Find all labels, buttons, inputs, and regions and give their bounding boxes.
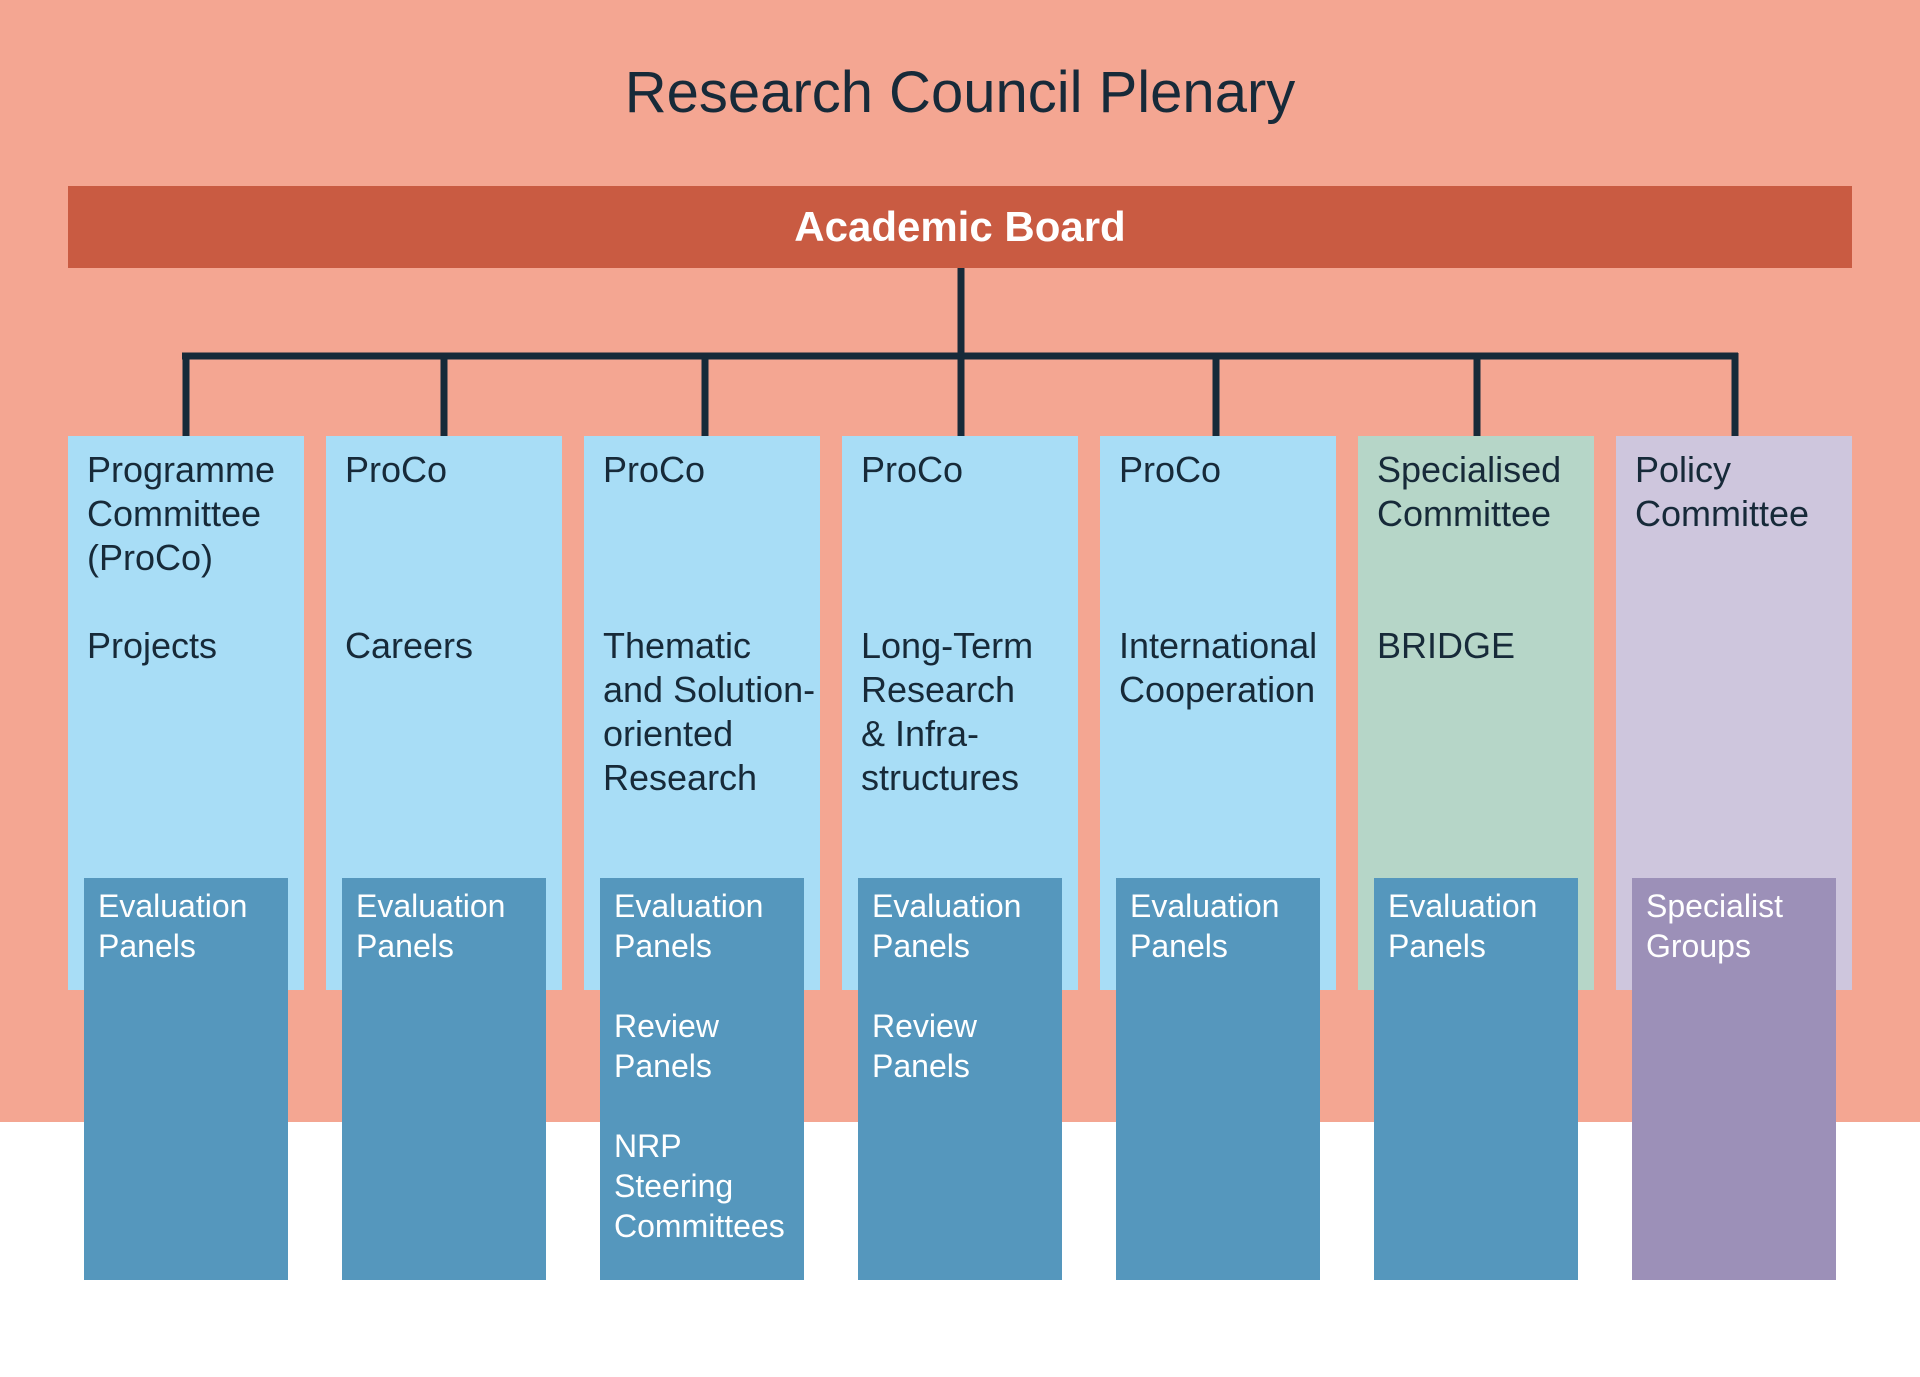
subunit-label: Evaluation Panels xyxy=(1130,888,1280,964)
subunit-label: NRP Steering Committees xyxy=(614,1128,785,1244)
committee-topic: Careers xyxy=(345,625,474,666)
subunit-label: Specialist Groups xyxy=(1646,888,1783,964)
committee-heading: ProCo xyxy=(861,449,964,490)
committee-topic: BRIDGE xyxy=(1377,625,1516,666)
committee-heading: ProCo xyxy=(603,449,706,490)
committee-heading: ProCo xyxy=(345,449,448,490)
committee-topic: Thematic and Solution- oriented Research xyxy=(603,625,816,798)
committee-heading: Programme Committee (ProCo) xyxy=(87,449,276,578)
subunit-box: Evaluation Panels Review Panels NRP Stee… xyxy=(600,878,804,1280)
committee-topic: International Cooperation xyxy=(1119,625,1318,710)
committee-topic: Long-Term Research & Infra- structures xyxy=(861,625,1034,798)
subunit-box: Evaluation Panels xyxy=(342,878,546,1280)
subunit-label: Evaluation Panels xyxy=(356,888,506,964)
committee-topic: Projects xyxy=(87,625,218,666)
subunit-box: Specialist Groups xyxy=(1632,878,1836,1280)
subunit-label: Review Panels xyxy=(614,1008,719,1084)
subunit-label: Review Panels xyxy=(872,1008,977,1084)
committee-heading: Policy Committee xyxy=(1635,449,1810,534)
academic-board: Academic Board xyxy=(68,186,1852,268)
subunit-box: Evaluation Panels Review Panels xyxy=(858,878,1062,1280)
subunit-box: Evaluation Panels xyxy=(84,878,288,1280)
subunit-box: Evaluation Panels xyxy=(1374,878,1578,1280)
committee-heading: Specialised Committee xyxy=(1377,449,1562,534)
page-title: Research Council Plenary xyxy=(624,60,1296,125)
committee-heading: ProCo xyxy=(1119,449,1222,490)
subunit-label: Evaluation Panels xyxy=(614,888,764,964)
subunit-box: Evaluation Panels xyxy=(1116,878,1320,1280)
subunit-label: Evaluation Panels xyxy=(872,888,1022,964)
subunit-label: Evaluation Panels xyxy=(98,888,248,964)
subunit-label: Evaluation Panels xyxy=(1388,888,1538,964)
